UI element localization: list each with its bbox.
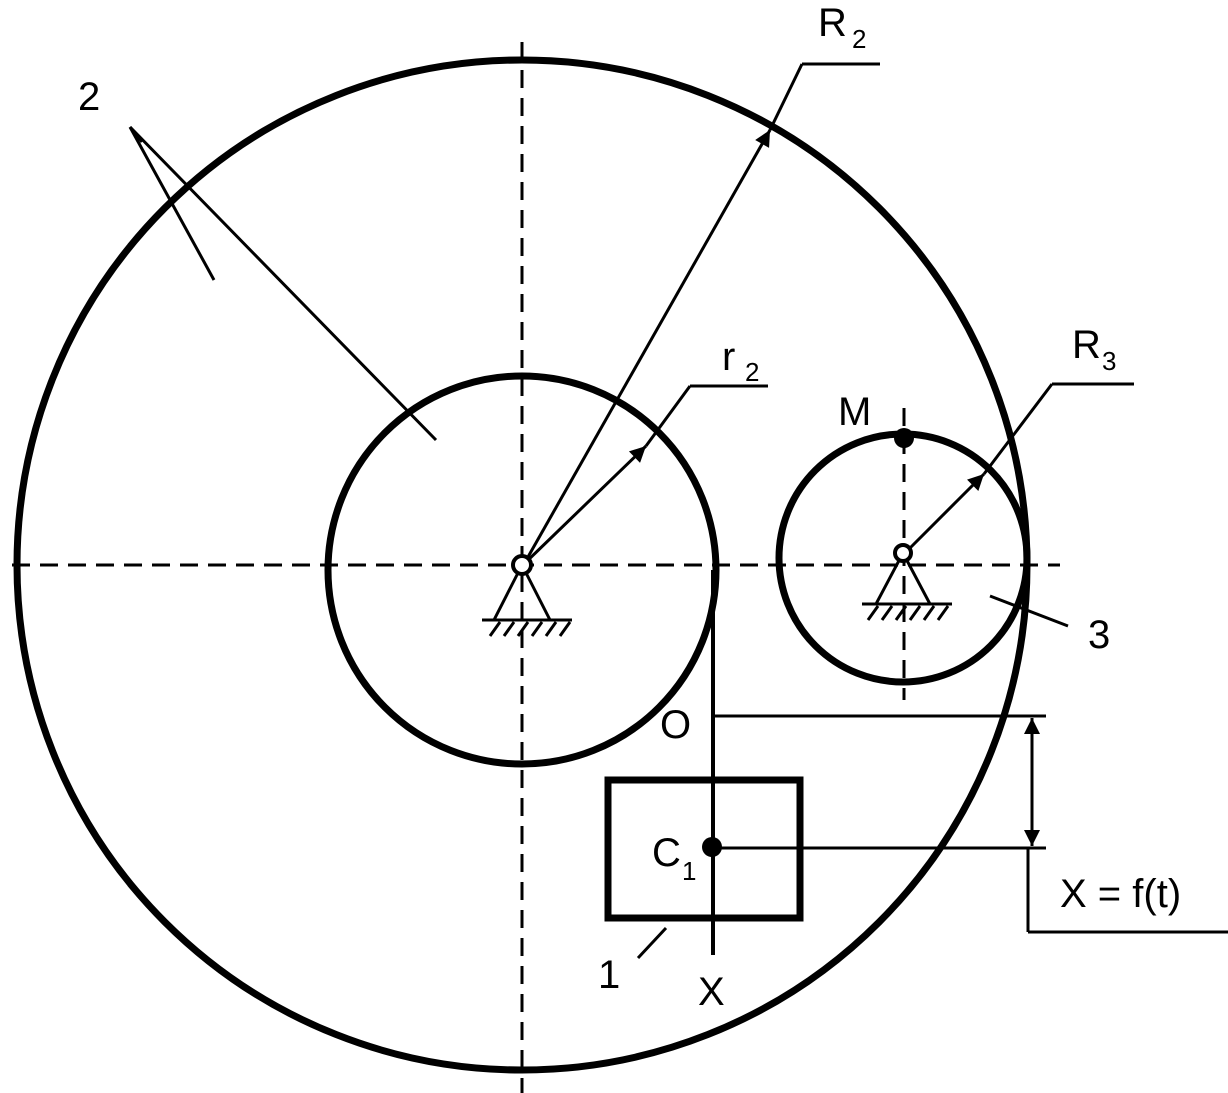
label-3: 3 — [1088, 613, 1110, 657]
leader-lines-2 — [128, 125, 438, 442]
label-O: O — [660, 703, 691, 747]
leader-line-3 — [989, 594, 1069, 628]
label-C1: C — [652, 831, 681, 875]
label-R2: R — [818, 1, 847, 45]
label-r2: r — [722, 335, 735, 379]
label-C1-sub: 1 — [682, 856, 696, 886]
radius-R3 — [904, 382, 1134, 554]
small-pivot-support — [862, 543, 952, 621]
main-pivot-support — [482, 554, 572, 637]
label-R2-sub: 2 — [852, 24, 866, 54]
label-X-axis: X — [698, 970, 725, 1014]
label-1: 1 — [598, 953, 620, 997]
label-r2-sub: 2 — [745, 357, 759, 387]
label-R3-sub: 3 — [1102, 346, 1116, 376]
point-M — [894, 428, 914, 448]
wheel-2-inner-circle — [324, 372, 720, 768]
label-M: M — [838, 390, 871, 434]
leader-line-1 — [636, 926, 668, 960]
radius-r2 — [522, 384, 768, 566]
label-law-of-motion: X = f(t) — [1060, 872, 1181, 916]
label-2: 2 — [78, 75, 100, 119]
label-R3: R — [1072, 323, 1101, 367]
radius-R2 — [522, 62, 880, 565]
dimension-X — [712, 714, 1228, 934]
